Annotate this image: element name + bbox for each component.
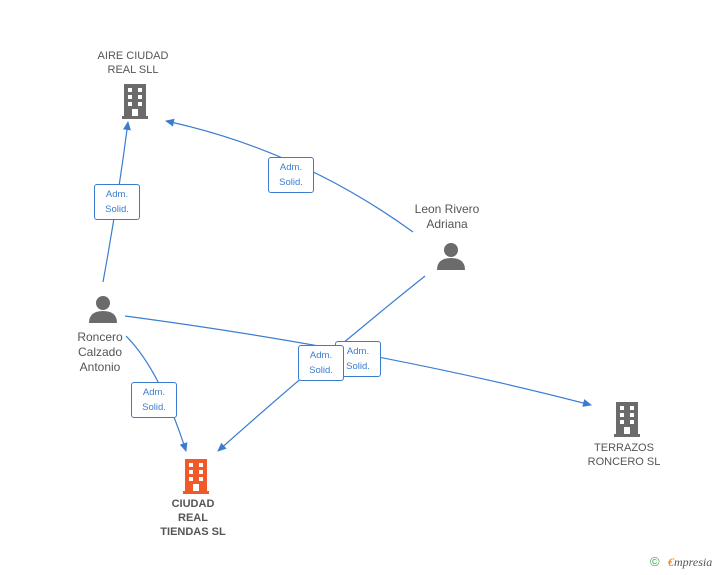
node-label-line: TIENDAS SL: [160, 526, 226, 538]
copyright-symbol: ©: [650, 554, 660, 569]
node-label-terrazos-roncero[interactable]: TERRAZOS RONCERO SL: [574, 441, 674, 469]
node-label-roncero-calzado[interactable]: Roncero Calzado Antonio: [60, 330, 140, 375]
node-label-leon-rivero[interactable]: Leon Rivero Adriana: [399, 202, 495, 232]
edge-label-line: Solid.: [105, 204, 129, 215]
node-label-line: CIUDAD: [171, 498, 215, 510]
edge-label-line: Adm.: [142, 387, 166, 398]
person-icon[interactable]: [437, 243, 465, 270]
edge-label-leon-ciudad[interactable]: Adm. Solid.: [298, 345, 344, 381]
node-label-line: Leon Rivero: [414, 202, 480, 216]
edge-label-roncero-aire[interactable]: Adm. Solid.: [94, 184, 140, 220]
node-label-ciudad-real-tiendas[interactable]: CIUDAD REAL TIENDAS SL: [143, 497, 243, 539]
building-icon[interactable]: [614, 402, 640, 437]
edge-roncero-ciudad: [125, 335, 188, 452]
edge-label-line: Solid.: [142, 402, 166, 413]
node-label-line: Antonio: [79, 360, 121, 374]
node-label-line: REAL SLL: [107, 64, 159, 76]
node-label-aire-ciudad-real[interactable]: AIRE CIUDAD REAL SLL: [83, 49, 183, 77]
node-label-line: Adriana: [426, 217, 468, 231]
empresia-logo-e: €: [668, 555, 674, 569]
edge-label-line: Adm.: [279, 162, 303, 173]
node-label-line: TERRAZOS: [594, 442, 654, 454]
edge-label-line: Solid.: [279, 177, 303, 188]
empresia-logo-text: mpresia: [674, 555, 713, 569]
edge-label-line: Solid.: [346, 361, 370, 372]
node-label-line: REAL: [178, 512, 208, 524]
edge-label-line: Adm.: [309, 350, 333, 361]
node-label-line: Calzado: [77, 345, 123, 359]
edge-label-leon-aire[interactable]: Adm. Solid.: [268, 157, 314, 193]
edge-label-line: Solid.: [309, 365, 333, 376]
edge-label-roncero-ciudad[interactable]: Adm. Solid.: [131, 382, 177, 418]
person-icon[interactable]: [89, 296, 117, 323]
edge-label-line: Adm.: [105, 189, 129, 200]
node-label-line: RONCERO SL: [587, 456, 661, 468]
building-icon[interactable]: [122, 84, 148, 119]
node-label-line: AIRE CIUDAD: [97, 50, 169, 62]
empresia-logo[interactable]: €mpresia: [668, 555, 712, 570]
node-label-line: Roncero: [77, 330, 123, 344]
edge-label-line: Adm.: [346, 346, 370, 357]
building-icon[interactable]: [183, 459, 209, 494]
